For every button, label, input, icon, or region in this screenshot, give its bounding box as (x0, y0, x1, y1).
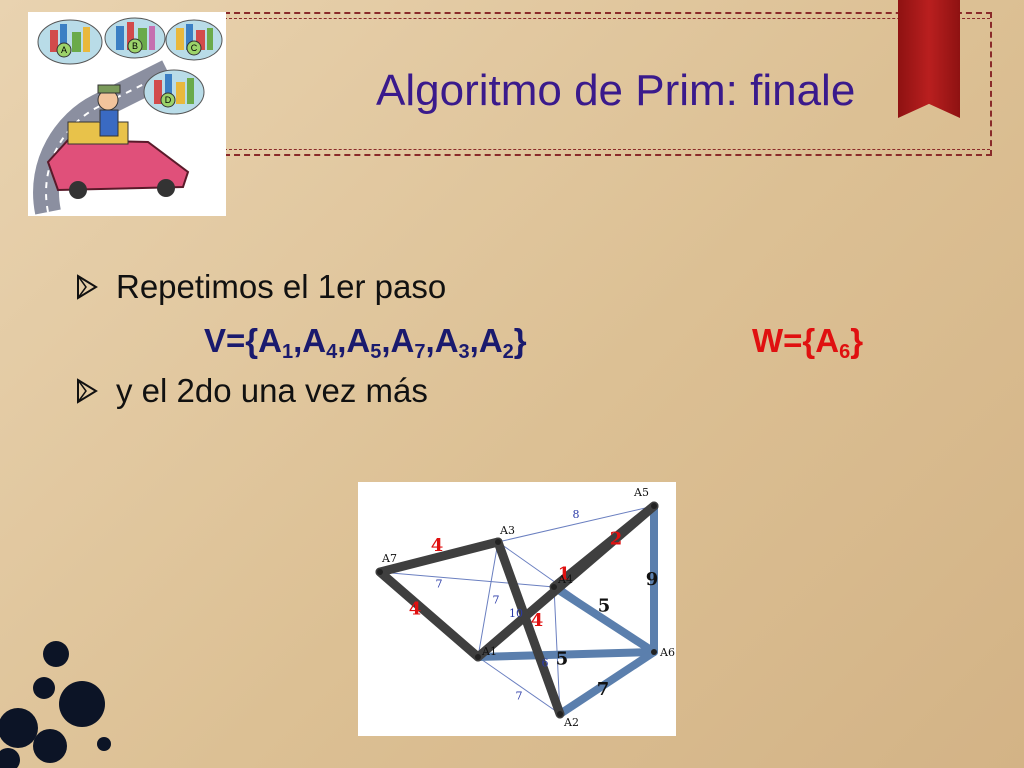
node-label: A5 (633, 486, 649, 499)
graph-edge-a4-a6 (550, 583, 658, 656)
graph-edge-a4-a5 (549, 501, 659, 592)
graph-edge-a2-a6 (556, 648, 658, 718)
arrow-bullet-icon (77, 274, 98, 300)
graph-edge-a3-a5 (497, 505, 655, 543)
bullet-text: Repetimos el 1er paso (116, 268, 447, 305)
edge-weight-label: 6 (542, 657, 549, 670)
set-v-suffix: } (513, 322, 527, 359)
set-w: W={A6} (752, 322, 863, 364)
edge-weight-label: 10 (509, 607, 523, 620)
sign-d: D (165, 95, 172, 105)
node-label: A4 (557, 573, 573, 586)
node-label: A7 (381, 552, 397, 565)
edge-weight-label: 4 (531, 610, 544, 631)
graph-edge-a7-a3 (375, 537, 503, 577)
edge-weight-label: 1 (558, 564, 571, 585)
set-v-sub: 5 (370, 341, 382, 363)
bullet-2: y el 2do una vez más (76, 372, 428, 410)
set-w-sub: 6 (839, 341, 851, 363)
set-v-item: A (302, 322, 327, 359)
arrow-bullet-icon (77, 378, 98, 404)
edge-weight-label: 7 (436, 578, 443, 591)
set-v-item: A (390, 322, 415, 359)
set-v: V={A1,A4,A5,A7,A3,A2} (204, 322, 527, 363)
set-v-sub: 3 (458, 341, 470, 363)
edge-weight-label: 5 (556, 649, 569, 670)
edge-weight-label: 7 (516, 690, 523, 703)
graph-node-a7 (377, 569, 383, 575)
sign-a: A (61, 45, 67, 55)
set-w-prefix: W={ (752, 322, 816, 359)
set-v-sub: 4 (326, 341, 338, 363)
graph-node-a2 (557, 711, 563, 717)
set-v-item: A (478, 322, 503, 359)
set-v-sub: 1 (281, 341, 294, 363)
edge-weight-label: 7 (597, 679, 610, 700)
graph-edge-a3-a2 (493, 537, 565, 719)
graph-node-a4 (551, 584, 557, 590)
title-frame (224, 12, 992, 156)
driver-car (46, 84, 190, 199)
edge-weight-label: 2 (610, 529, 623, 550)
graph-edge-a7-a1 (375, 567, 483, 662)
graph-node-a5 (651, 503, 657, 509)
node-label: A2 (563, 716, 579, 729)
graph-edge-a3-a1 (477, 541, 499, 658)
set-v-item: A (434, 322, 459, 359)
edge-weight-label: 7 (493, 594, 500, 607)
graph-node-a6 (651, 649, 657, 655)
slide-title: Algoritmo de Prim: finale (376, 66, 856, 115)
graph-edge-a7-a4 (379, 571, 555, 588)
bookmark-ribbon (898, 0, 960, 118)
road-trip-clipart: A B C D (28, 12, 226, 216)
graph-node-a3 (495, 539, 501, 545)
graph-edge-a4-a2 (553, 586, 561, 715)
graph-node-a1 (475, 654, 481, 660)
edge-weight-label: 4 (409, 599, 422, 620)
graph-edge-a1-a2 (477, 656, 561, 715)
bullet-1: Repetimos el 1er paso (76, 268, 446, 306)
city-bubble-a: A (37, 19, 103, 65)
edge-weight-label: 5 (598, 596, 611, 617)
city-bubble-c: C (165, 19, 223, 61)
graph-edge-a1-a6 (474, 648, 658, 661)
ink-blot-decoration (0, 641, 111, 768)
set-v-prefix: V={ (204, 322, 259, 359)
node-label: A3 (499, 524, 515, 537)
node-label: A6 (659, 646, 675, 659)
node-label: A1 (481, 645, 497, 658)
set-w-item: A (815, 322, 840, 359)
set-v-item: A (258, 322, 282, 359)
sign-c: C (191, 43, 198, 53)
city-bubble-b: B (104, 17, 166, 59)
set-v-sub: 7 (414, 341, 426, 363)
edge-weight-label: 4 (431, 535, 444, 556)
set-v-sub: 2 (502, 341, 514, 363)
bullet-text: y el 2do una vez más (116, 372, 428, 409)
edge-weight-label: 8 (573, 508, 580, 521)
city-bubble-d: D (143, 69, 205, 115)
set-w-suffix: } (850, 322, 864, 359)
edge-weight-label: 9 (646, 569, 659, 590)
set-v-item: A (346, 322, 371, 359)
sign-b: B (132, 41, 138, 51)
